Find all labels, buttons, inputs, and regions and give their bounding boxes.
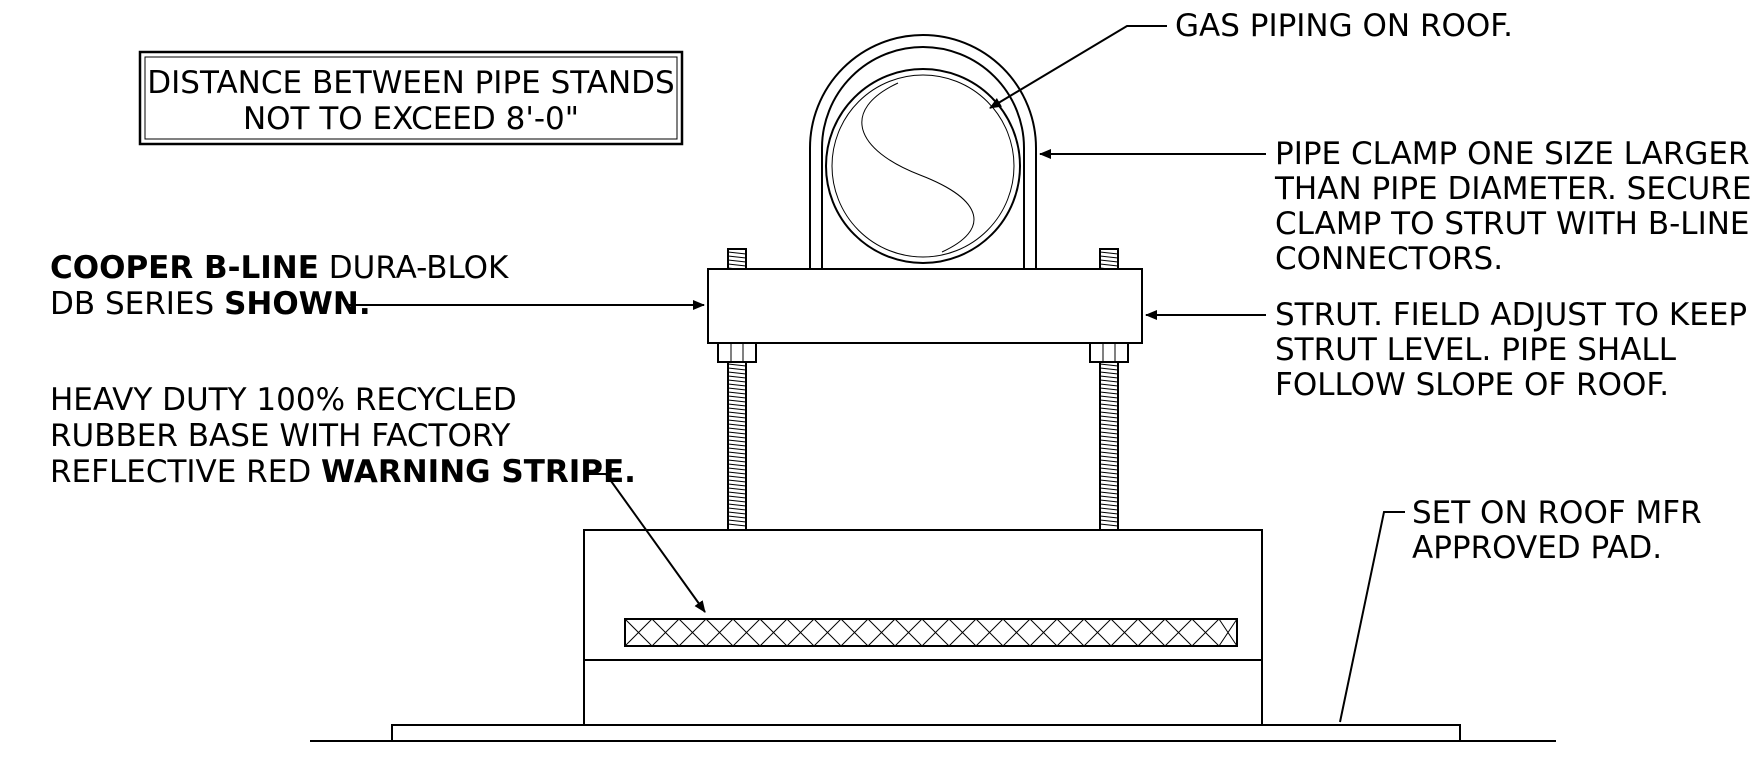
pipe-clamp-label-1: PIPE CLAMP ONE SIZE LARGER: [1275, 136, 1750, 172]
title-line-2: NOT TO EXCEED 8'-0": [243, 101, 579, 137]
strut-label-2: STRUT LEVEL. PIPE SHALL: [1275, 332, 1677, 368]
rubber-base: [583, 529, 1263, 726]
product-label-1: COOPER B-LINE DURA-BLOK: [50, 250, 509, 286]
title-box: [138, 50, 684, 146]
nut-left: [717, 342, 757, 363]
pipe-clamp: [809, 34, 1037, 268]
title-box-inner: [144, 56, 678, 140]
title-line-1: DISTANCE BETWEEN PIPE STANDS: [147, 65, 674, 101]
gas-piping-label: GAS PIPING ON ROOF.: [1175, 8, 1513, 44]
warning-stripe: [624, 618, 1238, 647]
strut: [707, 268, 1143, 344]
rubber-base-label-3: REFLECTIVE RED WARNING STRIPE.: [50, 454, 636, 490]
roof-pad-leader: [1339, 511, 1405, 723]
roof-pad-label-2: APPROVED PAD.: [1412, 530, 1662, 566]
strut-label-1: STRUT. FIELD ADJUST TO KEEP: [1275, 297, 1747, 333]
rubber-base-leader: [588, 473, 706, 613]
roof-pad: [391, 724, 1461, 742]
rubber-base-label-2: RUBBER BASE WITH FACTORY: [50, 418, 510, 454]
product-label-2: DB SERIES SHOWN.: [50, 286, 371, 322]
gas-pipe: [825, 68, 1021, 264]
pipe-clamp-label-3: CLAMP TO STRUT WITH B-LINE: [1275, 206, 1750, 242]
roof-pad-label-1: SET ON ROOF MFR: [1412, 495, 1702, 531]
threaded-rod-right: [1099, 248, 1119, 531]
strut-label-3: FOLLOW SLOPE OF ROOF.: [1275, 367, 1669, 403]
gas-piping-leader: [989, 25, 1167, 109]
threaded-rod-left: [727, 248, 747, 531]
rubber-base-label-1: HEAVY DUTY 100% RECYCLED: [50, 382, 517, 418]
nut-right: [1089, 342, 1129, 363]
pipe-clamp-label-2: THAN PIPE DIAMETER. SECURE: [1274, 171, 1751, 207]
pipe-clamp-label-4: CONNECTORS.: [1275, 241, 1503, 277]
